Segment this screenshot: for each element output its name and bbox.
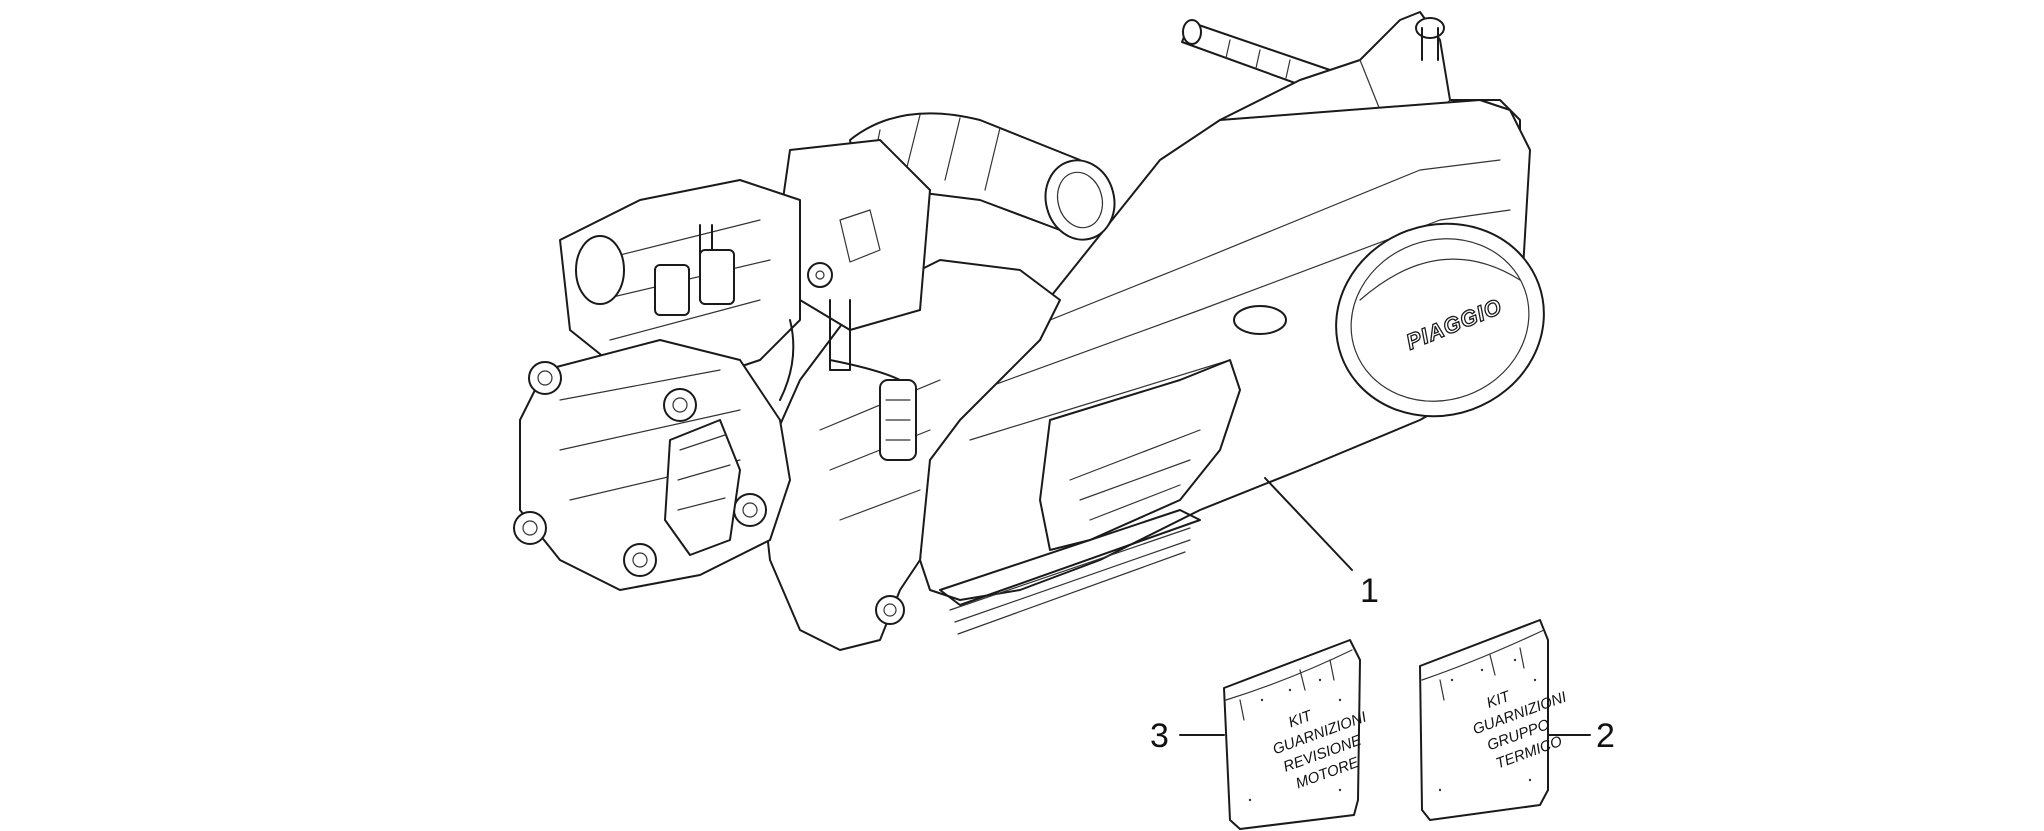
callout-2: 2: [1596, 717, 1615, 755]
intake-manifold: [849, 112, 1116, 241]
thermostat-housing: [664, 419, 741, 556]
cooling-vent: [1039, 359, 1241, 551]
callout-1-leader: [1264, 477, 1353, 571]
cooling-fins: [939, 509, 1201, 635]
gasket-kit-bag-thermal-group: KIT GUARNIZIONI GRUPPO TERMICO: [1419, 619, 1569, 821]
throttle-body: [779, 139, 931, 371]
sensor-connector: [879, 379, 917, 461]
cylinder-head: [559, 179, 801, 381]
callout-1: 1: [1360, 572, 1379, 610]
engine-assembly: PIAGGIO: [513, 11, 1545, 651]
gasket-kit-bag-engine-revision: KIT GUARNIZIONI REVISIONE MOTORE: [1223, 639, 1369, 830]
variator-cover: PIAGGIO: [1335, 222, 1545, 418]
callout-3: 3: [1150, 717, 1169, 755]
valve-cover: [513, 339, 791, 591]
